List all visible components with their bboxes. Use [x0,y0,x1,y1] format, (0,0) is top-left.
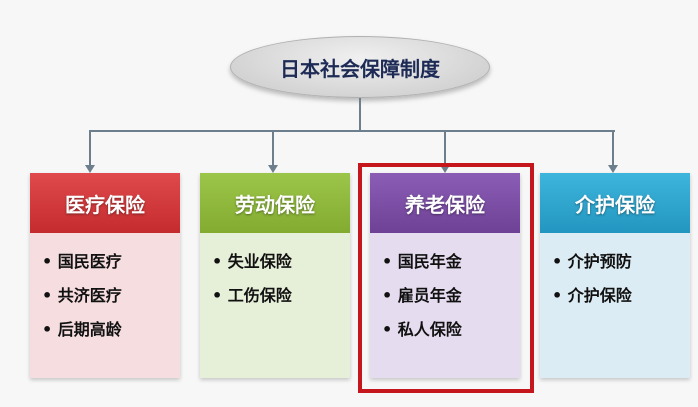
connector-2 [272,130,274,166]
list-item: • 工伤保险 [212,286,292,305]
highlight-frame [358,163,534,393]
card-care: 介护保险 • 介护预防 • 介护保险 [540,173,690,378]
connector-3 [444,130,446,166]
card-header: 介护保险 [540,173,690,233]
connector-vertical [359,98,361,131]
card-header: 养老保险 [370,173,520,233]
arrow-icon [440,165,450,173]
list-item: • 国民医疗 [42,252,122,271]
list-item: • 共济医疗 [42,286,122,305]
arrow-icon [85,165,95,173]
arrow-icon [268,165,278,173]
list-item: • 国民年金 [382,252,462,271]
arrow-icon [608,165,618,173]
card-header: 劳动保险 [200,173,350,233]
root-node: 日本社会保障制度 [230,36,490,98]
connector-4 [612,130,614,166]
list-item: • 失业保险 [212,252,292,271]
list-item: • 私人保险 [382,320,462,339]
connector-horizontal [89,130,615,132]
list-item: • 雇员年金 [382,286,462,305]
card-labor: 劳动保险 • 失业保险 • 工伤保险 [200,173,350,378]
connector-1 [89,130,91,166]
list-item: • 介护保险 [552,286,632,305]
list-item: • 后期高龄 [42,320,122,339]
list-item: • 介护预防 [552,252,632,271]
card-pension: 养老保险 • 国民年金 • 雇员年金 • 私人保险 [370,173,520,378]
card-medical: 医疗保险 • 国民医疗 • 共济医疗 • 后期高龄 [30,173,180,378]
card-header: 医疗保险 [30,173,180,233]
